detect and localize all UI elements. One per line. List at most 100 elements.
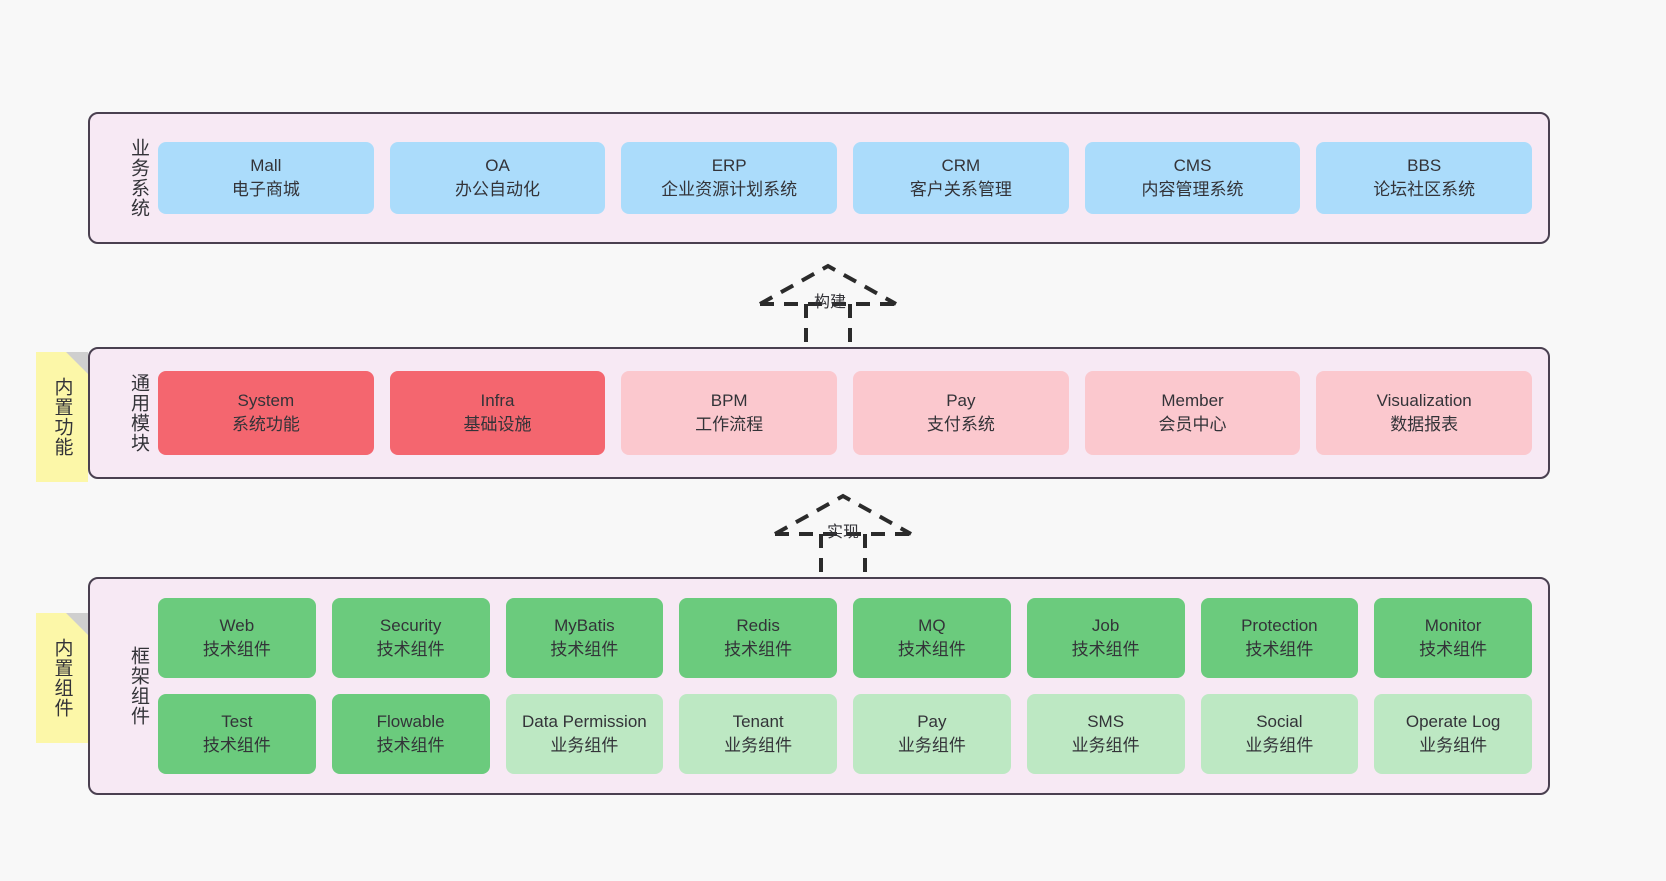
cell-cn-label: 办公自动化 xyxy=(455,180,540,199)
cell-en-label: Social xyxy=(1256,711,1303,731)
cell-en-label: BPM xyxy=(710,390,748,410)
business-cell-bbs[interactable]: BBS 论坛社区系统 xyxy=(1316,142,1533,214)
cell-en-label: System xyxy=(237,390,295,410)
cell-en-label: Infra xyxy=(480,390,515,410)
framework-cell-test[interactable]: Test 技术组件 xyxy=(158,694,316,774)
module-cell-member[interactable]: Member 会员中心 xyxy=(1084,371,1301,455)
module-cell-system[interactable]: System 系统功能 xyxy=(158,371,374,455)
cell-en-label: Redis xyxy=(736,615,780,635)
arrow-build-label: 构建 xyxy=(814,294,847,311)
framework-row-business: Test 技术组件 Flowable 技术组件 Data Permission … xyxy=(158,694,1532,774)
cell-cn-label: 业务组件 xyxy=(1245,736,1314,755)
module-cell-infra[interactable]: Infra 基础设施 xyxy=(389,371,606,455)
layer-framework-components: 框架组件 Web 技术组件 Security 技术组件 MyBatis 技术组件… xyxy=(88,577,1550,795)
cell-cn-label: 企业资源计划系统 xyxy=(661,180,798,199)
framework-cell-operate-log[interactable]: Operate Log 业务组件 xyxy=(1374,694,1532,774)
layer-modules-title: 通用模块 xyxy=(128,373,149,453)
layer-framework-title: 框架组件 xyxy=(128,646,149,726)
cell-en-label: Flowable xyxy=(376,711,445,731)
cell-cn-label: 技术组件 xyxy=(550,640,619,659)
cell-en-label: Visualization xyxy=(1376,390,1472,410)
framework-cell-redis[interactable]: Redis 技术组件 xyxy=(679,598,837,678)
cell-cn-label: 基础设施 xyxy=(463,415,532,434)
note-builtin-component: 内置组件 xyxy=(36,613,88,743)
note-builtin-function: 内置功能 xyxy=(36,352,88,482)
business-cell-oa[interactable]: OA 办公自动化 xyxy=(389,142,606,214)
cell-cn-label: 会员中心 xyxy=(1158,415,1227,434)
framework-cell-social[interactable]: Social 业务组件 xyxy=(1200,694,1359,774)
cell-en-label: MyBatis xyxy=(554,615,615,635)
module-cell-visualization[interactable]: Visualization 数据报表 xyxy=(1316,371,1533,455)
cell-cn-label: 电子商城 xyxy=(231,180,300,199)
layer-business-systems: 业务系统 Mall 电子商城 OA 办公自动化 ERP 企业资源计划系统 CRM… xyxy=(88,112,1550,244)
cell-cn-label: 技术组件 xyxy=(376,736,445,755)
cell-en-label: CRM xyxy=(941,155,981,175)
cell-cn-label: 客户关系管理 xyxy=(909,180,1012,199)
framework-cell-monitor[interactable]: Monitor 技术组件 xyxy=(1374,598,1532,678)
framework-cell-sms[interactable]: SMS 业务组件 xyxy=(1026,694,1185,774)
framework-cell-mq[interactable]: MQ 技术组件 xyxy=(853,598,1011,678)
cell-en-label: Security xyxy=(379,615,442,635)
cell-en-label: SMS xyxy=(1087,711,1125,731)
cell-en-label: BBS xyxy=(1407,155,1442,175)
cell-cn-label: 论坛社区系统 xyxy=(1373,180,1476,199)
cell-cn-label: 技术组件 xyxy=(202,736,271,755)
cell-en-label: Test xyxy=(221,711,253,731)
framework-cell-tenant[interactable]: Tenant 业务组件 xyxy=(679,694,837,774)
business-cell-erp[interactable]: ERP 企业资源计划系统 xyxy=(621,142,838,214)
cell-cn-label: 技术组件 xyxy=(1419,640,1488,659)
cell-cn-label: 技术组件 xyxy=(1245,640,1314,659)
business-cell-mall[interactable]: Mall 电子商城 xyxy=(158,142,374,214)
business-cell-cms[interactable]: CMS 内容管理系统 xyxy=(1084,142,1301,214)
modules-row: System 系统功能 Infra 基础设施 BPM 工作流程 Pay 支付系统… xyxy=(158,371,1533,455)
cell-en-label: Pay xyxy=(917,711,947,731)
note-fold-corner-icon xyxy=(66,352,88,374)
framework-cell-security[interactable]: Security 技术组件 xyxy=(331,598,490,678)
cell-en-label: Job xyxy=(1091,615,1120,635)
cell-en-label: Member xyxy=(1161,390,1224,410)
cell-cn-label: 技术组件 xyxy=(724,640,793,659)
cell-cn-label: 业务组件 xyxy=(550,736,619,755)
cell-en-label: Web xyxy=(219,615,255,635)
module-cell-pay[interactable]: Pay 支付系统 xyxy=(853,371,1069,455)
cell-cn-label: 技术组件 xyxy=(1071,640,1140,659)
framework-cell-job[interactable]: Job 技术组件 xyxy=(1026,598,1185,678)
cell-en-label: ERP xyxy=(711,155,747,175)
framework-cell-protection[interactable]: Protection 技术组件 xyxy=(1200,598,1359,678)
cell-cn-label: 支付系统 xyxy=(926,415,995,434)
cell-cn-label: 数据报表 xyxy=(1390,415,1459,434)
framework-cell-web[interactable]: Web 技术组件 xyxy=(158,598,316,678)
cell-cn-label: 业务组件 xyxy=(1419,736,1488,755)
cell-cn-label: 系统功能 xyxy=(231,415,300,434)
cell-cn-label: 业务组件 xyxy=(1071,736,1140,755)
business-cell-grid: Mall 电子商城 OA 办公自动化 ERP 企业资源计划系统 CRM 客户关系… xyxy=(154,142,1548,214)
cell-cn-label: 技术组件 xyxy=(376,640,445,659)
cell-cn-label: 内容管理系统 xyxy=(1141,180,1244,199)
cell-en-label: Monitor xyxy=(1424,615,1482,635)
cell-en-label: Data Permission xyxy=(522,711,647,731)
framework-cell-mybatis[interactable]: MyBatis 技术组件 xyxy=(505,598,664,678)
business-row: Mall 电子商城 OA 办公自动化 ERP 企业资源计划系统 CRM 客户关系… xyxy=(158,142,1533,214)
cell-en-label: MQ xyxy=(918,615,946,635)
framework-cell-grid: Web 技术组件 Security 技术组件 MyBatis 技术组件 Redi… xyxy=(154,598,1548,774)
framework-cell-data-permission[interactable]: Data Permission 业务组件 xyxy=(505,694,664,774)
business-cell-crm[interactable]: CRM 客户关系管理 xyxy=(853,142,1069,214)
cell-en-label: CMS xyxy=(1173,155,1212,175)
framework-cell-pay[interactable]: Pay 业务组件 xyxy=(853,694,1011,774)
cell-cn-label: 工作流程 xyxy=(695,415,764,434)
note-builtin-function-label: 内置功能 xyxy=(51,377,73,457)
note-fold-corner-icon xyxy=(66,613,88,635)
module-cell-bpm[interactable]: BPM 工作流程 xyxy=(621,371,838,455)
layer-business-title: 业务系统 xyxy=(128,138,149,218)
arrow-implement: 实现 xyxy=(755,482,945,582)
modules-cell-grid: System 系统功能 Infra 基础设施 BPM 工作流程 Pay 支付系统… xyxy=(154,371,1548,455)
cell-en-label: Protection xyxy=(1241,615,1318,635)
cell-en-label: Pay xyxy=(946,390,976,410)
layer-common-modules: 通用模块 System 系统功能 Infra 基础设施 BPM 工作流程 Pay… xyxy=(88,347,1550,479)
framework-row-tech: Web 技术组件 Security 技术组件 MyBatis 技术组件 Redi… xyxy=(158,598,1532,678)
cell-en-label: Operate Log xyxy=(1405,711,1501,731)
cell-cn-label: 技术组件 xyxy=(897,640,966,659)
framework-cell-flowable[interactable]: Flowable 技术组件 xyxy=(331,694,490,774)
cell-en-label: Tenant xyxy=(732,711,784,731)
